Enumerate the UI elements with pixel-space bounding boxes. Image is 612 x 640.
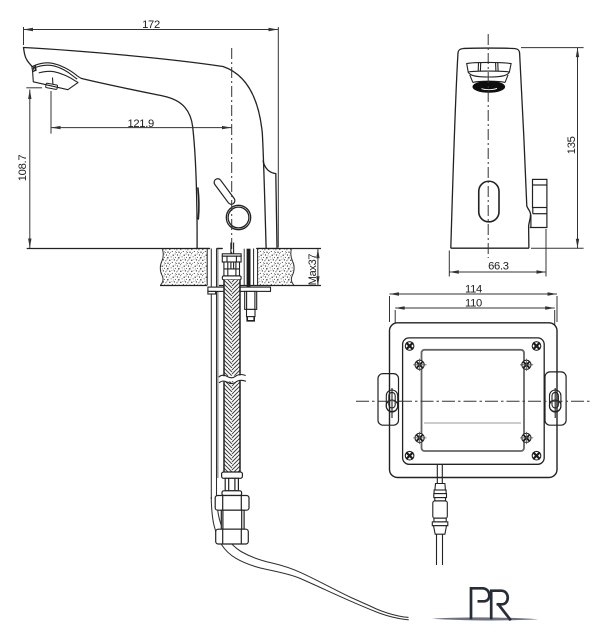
svg-text:108.7: 108.7 xyxy=(17,155,29,182)
svg-text:110: 110 xyxy=(465,298,482,310)
svg-text:66.3: 66.3 xyxy=(488,261,509,273)
svg-text:135: 135 xyxy=(566,136,578,154)
svg-text:Max37: Max37 xyxy=(307,254,319,286)
svg-text:114: 114 xyxy=(465,284,482,296)
svg-text:172: 172 xyxy=(142,19,160,31)
svg-text:121.9: 121.9 xyxy=(127,118,154,130)
